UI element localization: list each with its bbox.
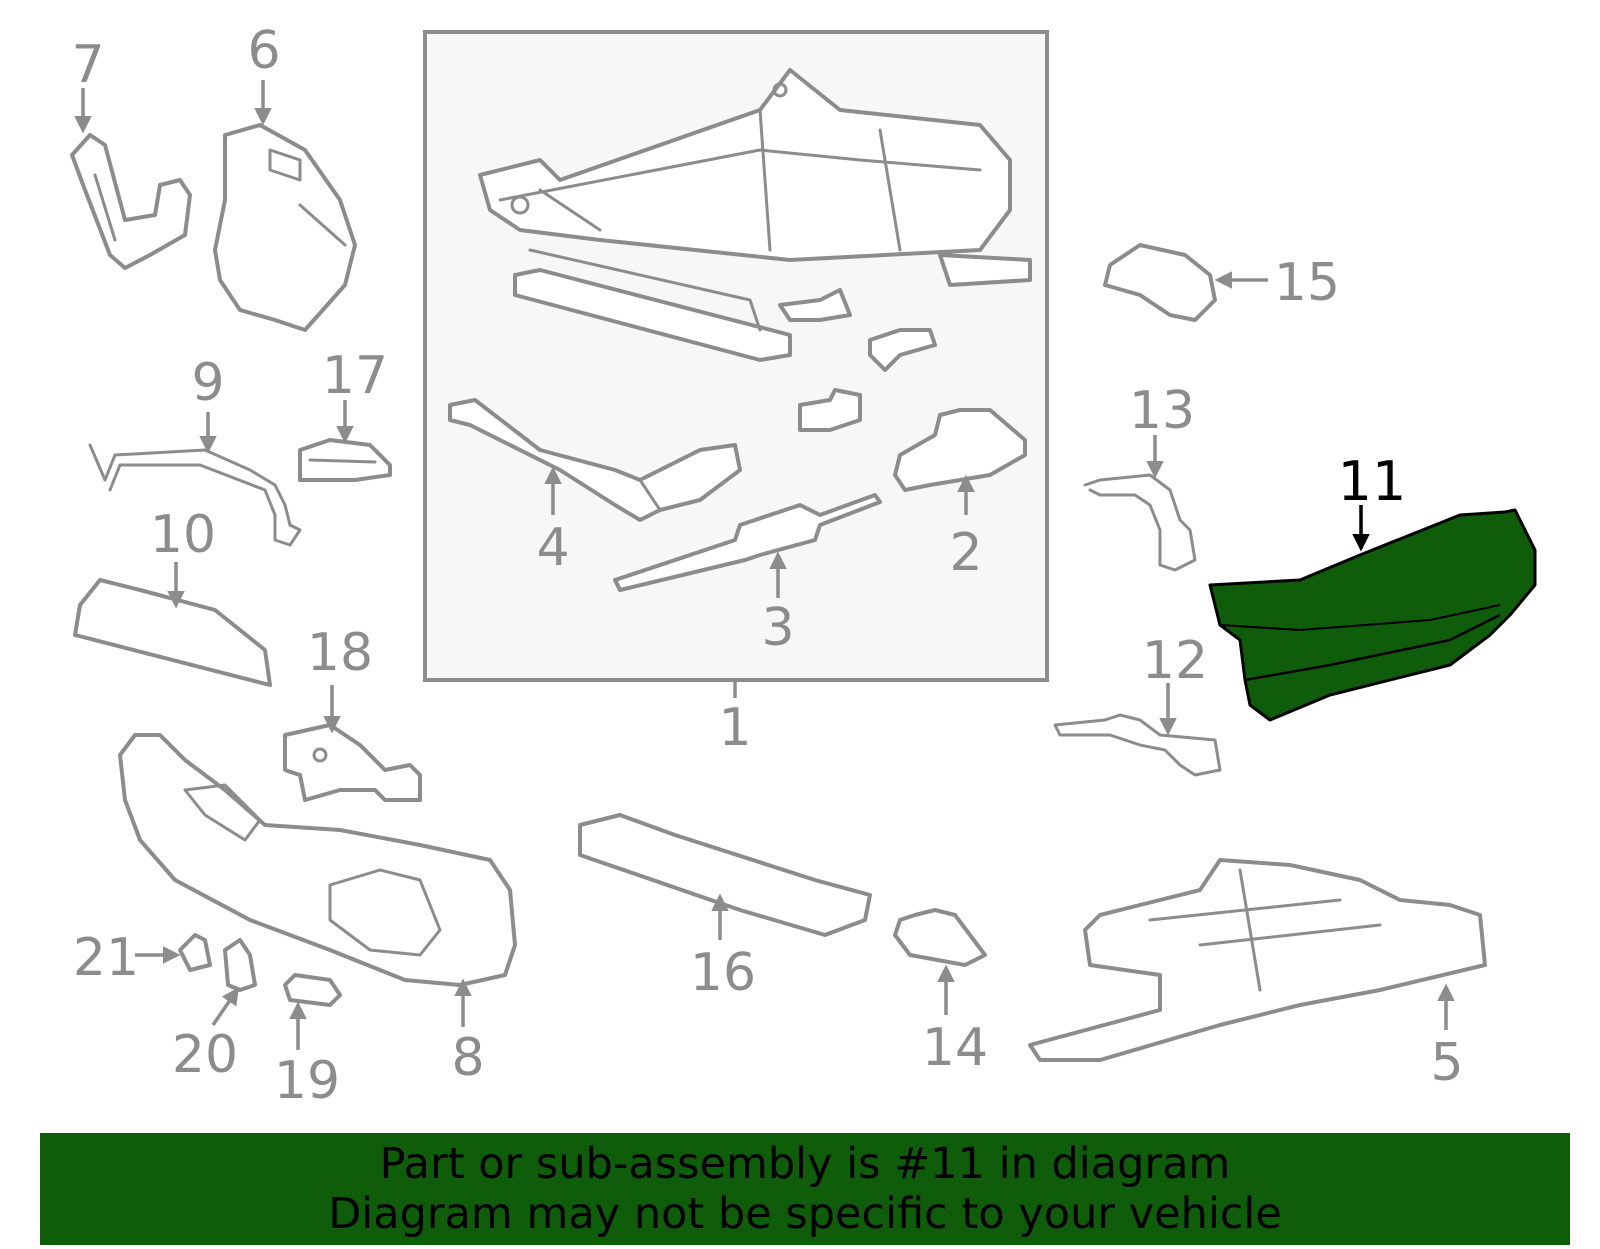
callout-15: 15 <box>1274 253 1340 313</box>
callout-18: 18 <box>307 623 373 683</box>
knob-part-21[interactable] <box>178 933 212 972</box>
callout-11-highlighted: 11 <box>1338 450 1407 513</box>
callout-12: 12 <box>1142 631 1208 691</box>
clip-part-17[interactable] <box>298 438 392 482</box>
callout-14: 14 <box>922 1018 988 1078</box>
motor-part-2[interactable] <box>893 408 1027 492</box>
callout-4: 4 <box>536 518 569 578</box>
motor-part-4[interactable] <box>448 398 742 522</box>
callout-13: 13 <box>1129 381 1195 441</box>
harness-part-13[interactable] <box>1083 473 1197 572</box>
rail-cover-part-16[interactable] <box>578 813 872 937</box>
notice-banner: Part or sub-assembly is #11 in diagram D… <box>40 1133 1570 1245</box>
seat-pan-part-5[interactable] <box>1028 858 1487 1062</box>
callout-21: 21 <box>73 928 139 988</box>
bracket-part-7[interactable] <box>70 133 192 270</box>
callout-7: 7 <box>71 35 104 95</box>
callout-9: 9 <box>191 353 224 413</box>
callout-20: 20 <box>172 1025 238 1085</box>
callout-2: 2 <box>949 523 982 583</box>
cover-part-6[interactable] <box>213 123 357 332</box>
banner-line-1: Part or sub-assembly is #11 in diagram <box>379 1139 1231 1189</box>
callout-17: 17 <box>322 346 388 406</box>
banner-line-2: Diagram may not be specific to your vehi… <box>328 1189 1282 1239</box>
knob-part-20[interactable] <box>223 938 257 992</box>
callout-3: 3 <box>761 598 794 658</box>
callout-8: 8 <box>451 1028 484 1088</box>
clip-part-14[interactable] <box>893 908 987 967</box>
frame-clips-part[interactable] <box>778 288 937 432</box>
callout-labels: 7 6 15 9 17 13 4 2 3 10 12 18 1 16 14 5 … <box>71 21 1463 1111</box>
harness-part-12[interactable] <box>1053 713 1222 777</box>
seat-cushion-part-11-highlighted[interactable] <box>1208 508 1537 722</box>
trim-part-10[interactable] <box>73 578 272 687</box>
callout-16: 16 <box>690 943 756 1003</box>
parts-diagram: 7 6 15 9 17 13 4 2 3 10 12 18 1 16 14 5 … <box>70 21 1537 1111</box>
bracket-part-15[interactable] <box>1103 243 1217 322</box>
cable-part-9[interactable] <box>88 443 302 547</box>
callout-10: 10 <box>150 505 216 565</box>
seat-track-rail-part[interactable] <box>513 248 1032 362</box>
bracket-part-18[interactable] <box>283 723 422 802</box>
callout-1: 1 <box>718 698 751 758</box>
callout-19: 19 <box>274 1051 340 1111</box>
callout-5: 5 <box>1430 1033 1463 1093</box>
drive-shaft-part-3[interactable] <box>613 493 882 592</box>
side-shield-part-8[interactable] <box>118 733 517 987</box>
seat-frame-part[interactable] <box>478 68 1012 262</box>
leader-arrows <box>74 80 1455 1050</box>
knob-part-19[interactable] <box>283 973 342 1007</box>
callout-6: 6 <box>247 21 280 81</box>
